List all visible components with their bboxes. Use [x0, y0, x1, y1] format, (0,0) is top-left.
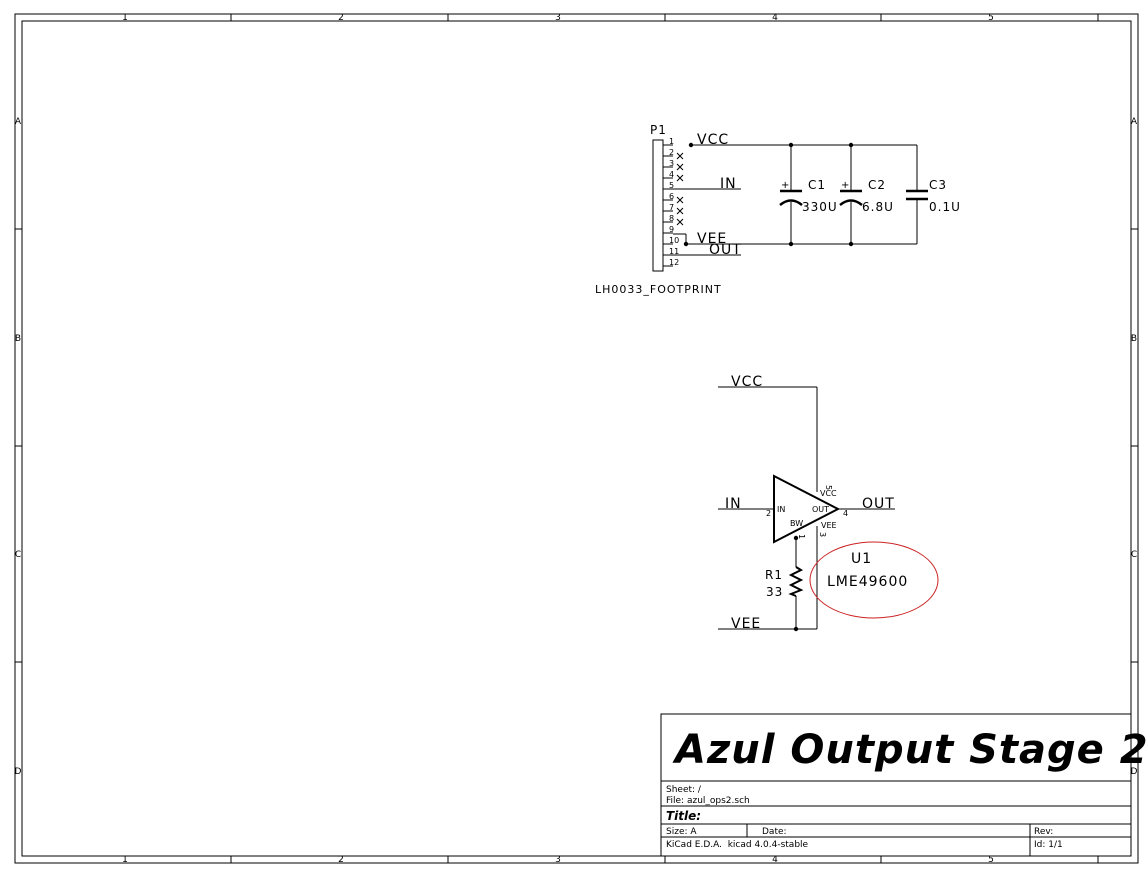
net-label-vcc: VCC — [731, 374, 763, 390]
resistor-r1[interactable]: R1 33 — [765, 566, 804, 599]
title-block — [660, 713, 1132, 857]
frame-col-bottom-1: 1 — [122, 855, 128, 865]
resistor-ref: R1 — [765, 568, 783, 582]
connector-footprint: LH0033_FOOTPRINT — [595, 283, 722, 296]
connector-ref: P1 — [650, 123, 667, 137]
frame-col-bottom-4: 4 — [772, 855, 778, 865]
big-title: Azul Output Stage 2 — [672, 727, 1148, 773]
connector-pin-number: 7 — [669, 203, 674, 212]
opamp-pin-out-label: OUT — [812, 505, 829, 514]
opamp-pin-number-out: 4 — [843, 509, 848, 518]
frame-row-left-d: D — [15, 767, 22, 777]
frame-outer-border — [14, 13, 1139, 864]
frame-row-left-b: B — [15, 334, 21, 344]
polarity-mark: + — [841, 180, 849, 191]
frame-row-right-a: A — [1131, 117, 1138, 127]
capacitor-value: 6.8U — [862, 200, 894, 214]
net-label-vcc-top: VCC — [697, 132, 729, 148]
opamp-wires — [718, 386, 895, 630]
net-label-out-top: OUT — [709, 242, 742, 258]
frame-col-bottom-3: 3 — [555, 855, 561, 865]
opamp-pin-number-vee: 3 — [818, 532, 827, 537]
opamp-pin-vcc-label: VCC — [820, 489, 837, 498]
frame-col-top-4: 4 — [772, 13, 778, 23]
frame-row-left-c: C — [15, 550, 21, 560]
capacitor-curved-plate — [779, 199, 803, 206]
capacitor-c3[interactable]: C3 0.1U — [906, 178, 961, 214]
net-label-in: IN — [725, 496, 742, 512]
opamp-pin-vee-label: VEE — [821, 521, 837, 530]
junction-dot — [793, 535, 799, 541]
net-label-in-top: IN — [720, 176, 737, 192]
connector-pin-number: 6 — [669, 192, 674, 201]
opamp-value: LME49600 — [827, 574, 908, 590]
frame-col-top-2: 2 — [338, 13, 344, 23]
opamp-pin-number-in: 2 — [766, 509, 771, 518]
net-label-vee-top: VEE — [697, 231, 727, 247]
junction-dots — [683, 142, 854, 247]
frame-row-right-b: B — [1131, 334, 1137, 344]
opamp-pin-number-bw: 1 — [797, 534, 806, 539]
title-block-tool: KiCad E.D.A. kicad 4.0.4-stable — [666, 840, 809, 850]
frame-col-top-5: 5 — [988, 13, 994, 23]
net-label-out: OUT — [862, 496, 895, 512]
net-label-vee: VEE — [731, 616, 761, 632]
resistor-value: 33 — [766, 585, 783, 599]
capacitor-value: 0.1U — [929, 200, 961, 214]
opamp-pin-number-vcc: 5 — [824, 485, 833, 490]
connector-pin-number: 4 — [669, 170, 674, 179]
opamp-pin-bw-label: BW — [790, 519, 803, 528]
title-block-date: Date: — [762, 827, 787, 837]
rail-wires — [673, 144, 918, 256]
connector-pin-number: 8 — [669, 214, 674, 223]
capacitor-ref: C3 — [929, 178, 947, 192]
connector-pin-number: 9 — [669, 225, 674, 234]
connector-pin-number: 12 — [669, 258, 679, 267]
capacitor-c1[interactable]: + C1 330U — [779, 178, 838, 214]
opamp-triangle — [773, 474, 841, 544]
connector-pin-number: 10 — [669, 236, 679, 245]
title-block-file: File: azul_ops2.sch — [666, 796, 750, 806]
capacitor-value: 330U — [802, 200, 838, 214]
capacitor-ref: C1 — [808, 178, 826, 192]
frame-col-bottom-2: 2 — [338, 855, 344, 865]
title-block-sheet: Sheet: / — [666, 785, 702, 795]
connector-body — [652, 139, 664, 272]
frame-col-top-3: 3 — [555, 13, 561, 23]
connector-pin-number: 11 — [669, 247, 679, 256]
frame-col-bottom-5: 5 — [988, 855, 994, 865]
opamp-pin-in-label: IN — [777, 505, 785, 514]
frame-inner-border — [21, 20, 1132, 857]
opamp-ref: U1 — [851, 551, 872, 567]
annotation-circle — [809, 541, 939, 619]
capacitor-ref: C2 — [868, 178, 886, 192]
polarity-mark: + — [781, 180, 789, 191]
connector-pin-number: 2 — [669, 148, 674, 157]
connector-pin-number: 3 — [669, 159, 674, 168]
frame-row-right-d: D — [1131, 767, 1138, 777]
capacitor-c2[interactable]: + C2 6.8U — [839, 178, 894, 214]
title-block-id: Id: 1/1 — [1034, 840, 1063, 850]
frame-row-right-c: C — [1131, 550, 1137, 560]
connector-pin-number: 1 — [669, 137, 674, 146]
connector-pin-number: 5 — [669, 181, 674, 190]
frame-row-left-a: A — [15, 117, 22, 127]
resistor-zigzag — [788, 566, 804, 597]
title-block-title: Title: — [666, 809, 701, 823]
frame-col-top-1: 1 — [122, 13, 128, 23]
title-block-rev: Rev: — [1034, 827, 1053, 837]
title-block-size: Size: A — [666, 827, 697, 837]
junction-dot — [793, 626, 799, 632]
no-connect-marks — [676, 152, 684, 226]
drawing-frame — [14, 13, 1139, 864]
capacitor-curved-plate — [839, 199, 863, 206]
opamp-u1[interactable]: IN OUT BW VCC VEE 2 4 5 3 1 U1 LME49600 — [766, 474, 908, 590]
